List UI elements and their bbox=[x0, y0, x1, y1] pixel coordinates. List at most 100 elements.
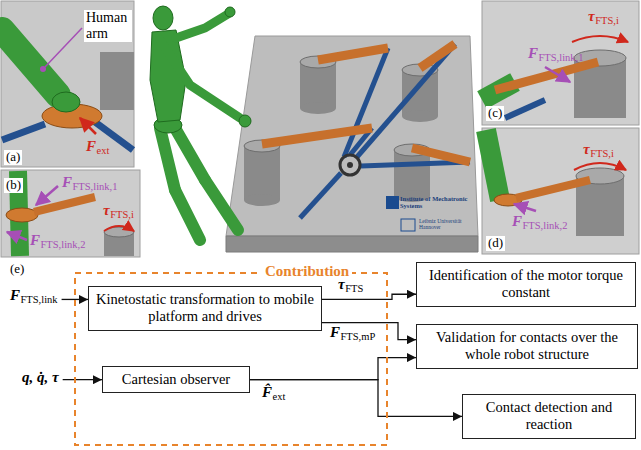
blue-link bbox=[505, 100, 545, 118]
symbol-subscript: FTS,i bbox=[110, 209, 134, 221]
math-symbol: F bbox=[528, 45, 538, 62]
blue-link bbox=[2, 124, 45, 140]
logo-mark bbox=[386, 196, 399, 209]
symbol-subscript: ext bbox=[97, 145, 110, 157]
human-arm-raised bbox=[176, 14, 228, 38]
motor-cylinder bbox=[244, 194, 280, 206]
inset-d bbox=[482, 128, 639, 254]
math-symbol: F bbox=[62, 174, 72, 191]
box-label: Cartesian observer bbox=[108, 371, 244, 388]
orange-link bbox=[495, 62, 598, 90]
logo-grid bbox=[401, 219, 415, 231]
platform-top bbox=[226, 36, 478, 236]
leader-dot bbox=[40, 66, 46, 72]
annotation-label: (e) bbox=[10, 262, 24, 277]
orange-link bbox=[412, 148, 470, 162]
human-arm-reaching bbox=[160, 40, 240, 118]
force-arrow bbox=[514, 204, 536, 211]
torque-arrow bbox=[572, 36, 628, 42]
dashed-border bbox=[75, 273, 387, 445]
box-label: Contact detection and reaction bbox=[468, 399, 630, 434]
process-box: Cartesian observer bbox=[102, 366, 250, 393]
process-box: Validation for contacts over the whole r… bbox=[416, 324, 638, 369]
blue-link bbox=[344, 48, 388, 157]
inset-c bbox=[482, 1, 639, 125]
symbol-subscript: FTS bbox=[345, 283, 363, 295]
human-arm bbox=[486, 130, 500, 200]
orange-link bbox=[318, 48, 388, 60]
math-symbol: τ bbox=[103, 202, 110, 219]
symbol-subscript: FTS,i bbox=[595, 15, 619, 27]
mobile-platform-wheel bbox=[340, 155, 360, 175]
orange-disk bbox=[6, 208, 38, 222]
box-label: Identification of the motor torque const… bbox=[422, 267, 630, 302]
blue-link bbox=[357, 44, 455, 157]
inset-frame bbox=[482, 128, 639, 254]
symbol-subscript: FTS,i bbox=[590, 148, 614, 160]
inset-frame bbox=[482, 1, 639, 125]
input-arrow bbox=[63, 379, 102, 380]
symbol-subscript: FTS,link bbox=[21, 294, 58, 306]
box-label: Validation for contacts over the whole r… bbox=[422, 329, 632, 364]
human-leg bbox=[205, 180, 238, 230]
process-box: Identification of the motor torque const… bbox=[416, 262, 636, 307]
human-hand bbox=[239, 115, 251, 127]
center-scene bbox=[150, 6, 478, 252]
symbol-subscript: ext bbox=[273, 391, 286, 403]
human-leg bbox=[160, 128, 175, 190]
signal-arrow bbox=[322, 294, 416, 299]
platform-front bbox=[226, 236, 478, 252]
panel-label: Human arm bbox=[84, 10, 132, 42]
math-symbol: F̂ bbox=[262, 384, 272, 401]
symbol-subscript: FTS,link,1 bbox=[73, 181, 118, 193]
inset-b bbox=[1, 170, 140, 257]
torque-arrow bbox=[104, 226, 134, 231]
human-hand bbox=[225, 7, 235, 17]
inset-frame bbox=[1, 1, 134, 167]
math-symbol: q, q̇, τ bbox=[22, 369, 59, 386]
math-symbol: τ bbox=[583, 141, 590, 158]
orange-link bbox=[516, 180, 590, 198]
motor-cylinder bbox=[300, 62, 336, 108]
signal-arrow bbox=[250, 380, 462, 417]
math-symbol: τ bbox=[588, 8, 595, 25]
human-leg bbox=[175, 128, 205, 180]
math-symbol: F bbox=[10, 287, 20, 304]
math-symbol: F bbox=[86, 138, 96, 155]
contribution-region: ContributionKinetostatic transformation … bbox=[74, 272, 388, 446]
leader-line bbox=[45, 28, 82, 67]
motor-cylinder bbox=[402, 70, 438, 116]
torque-arrow bbox=[574, 163, 626, 170]
inset-a bbox=[1, 1, 134, 167]
orange-link bbox=[420, 44, 455, 68]
motor-cylinder bbox=[402, 110, 438, 122]
signal-arrow bbox=[250, 358, 416, 380]
mobile-platform-hub bbox=[347, 162, 353, 168]
input-arrow bbox=[62, 299, 88, 300]
math-symbol: τ bbox=[338, 276, 345, 293]
symbol-subscript: FTS,mP bbox=[341, 331, 376, 343]
symbol-subscript: FTS,link,1 bbox=[539, 52, 584, 64]
orange-link bbox=[262, 128, 372, 144]
panel-label: (a) bbox=[4, 150, 22, 165]
math-symbol: F bbox=[30, 232, 40, 249]
math-symbol: F bbox=[512, 213, 522, 230]
annotation-label: Leibniz Universität Hannover bbox=[419, 218, 477, 230]
panel-label: (b) bbox=[4, 178, 23, 193]
symbol-subscript: FTS,link,2 bbox=[41, 239, 86, 251]
math-symbol: F bbox=[330, 324, 340, 341]
blue-link bbox=[300, 173, 341, 218]
human-head bbox=[153, 6, 173, 30]
motor-cylinder bbox=[300, 102, 336, 114]
process-box: Contact detection and reaction bbox=[462, 394, 636, 439]
motor-cylinder bbox=[100, 52, 134, 110]
inset-frame bbox=[1, 170, 140, 257]
force-arrow bbox=[545, 67, 570, 82]
motor-cylinder bbox=[394, 150, 430, 196]
panel-label: (d) bbox=[486, 236, 505, 251]
symbol-subscript: FTS,link,2 bbox=[523, 220, 568, 232]
human-hand bbox=[52, 92, 80, 112]
force-arrow bbox=[80, 118, 96, 134]
panel-label: (c) bbox=[486, 106, 504, 121]
